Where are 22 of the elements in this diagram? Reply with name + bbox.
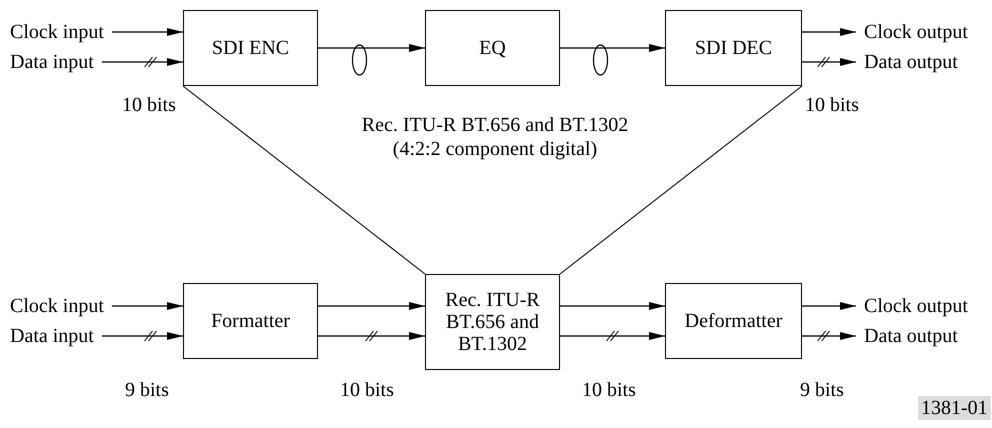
signal-label: Clock input — [10, 294, 104, 318]
block-box: SDI ENC — [183, 10, 318, 86]
block-box: Deformatter — [665, 283, 802, 359]
block-box: SDI DEC — [665, 10, 802, 86]
signal-label: Clock output — [864, 294, 968, 318]
bit-width-label: 10 bits — [340, 378, 394, 402]
block-box: EQ — [425, 10, 560, 86]
block-box: Rec. ITU-R BT.656 and BT.1302 — [425, 274, 560, 370]
signal-label: Data output — [864, 50, 958, 74]
signal-label: Data output — [864, 324, 958, 348]
figure-number: 1381-01 — [918, 396, 991, 420]
block-box: Formatter — [183, 283, 318, 359]
signal-label: Data input — [10, 324, 94, 348]
bit-width-label: 10 bits — [805, 93, 859, 117]
bit-width-label: 10 bits — [582, 378, 636, 402]
signal-label: Clock output — [864, 20, 968, 44]
signal-label: Clock input — [10, 20, 104, 44]
signal-label: Data input — [10, 50, 94, 74]
bit-width-label: 9 bits — [800, 378, 844, 402]
bit-width-label: 10 bits — [122, 93, 176, 117]
bit-width-label: 9 bits — [125, 378, 169, 402]
note-text: Rec. ITU-R BT.656 and BT.1302 (4:2:2 component digital) — [360, 113, 630, 161]
